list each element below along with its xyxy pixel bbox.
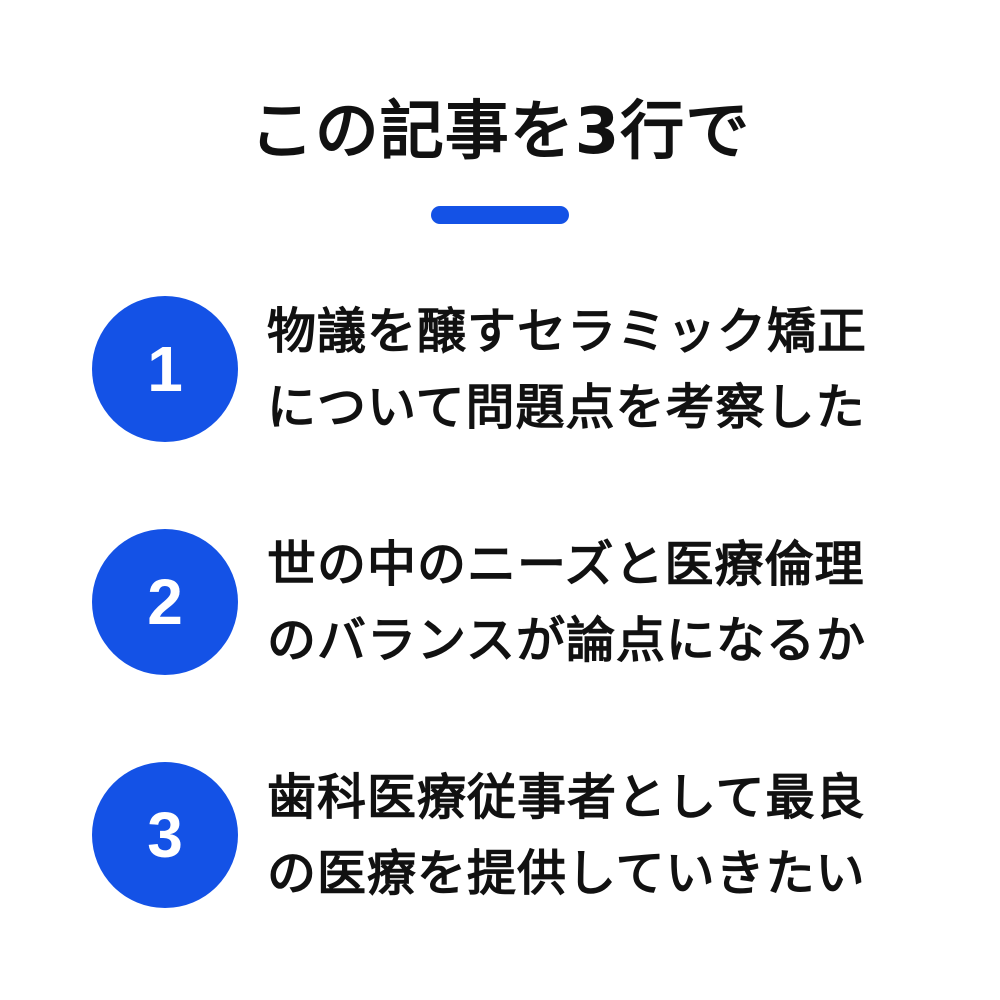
summary-line-1b: について問題点を考察した xyxy=(267,379,866,436)
summary-text-2: 世の中のニーズと医療倫理 のバランスが論点になるか xyxy=(267,527,927,679)
number-badge-1: 1 xyxy=(92,296,238,442)
summary-line-3a: 歯科医療従事者として最良 xyxy=(267,769,866,826)
summary-item-3: 3 歯科医療従事者として最良 の医療を提供していきたい xyxy=(92,760,952,910)
summary-text-1: 物議を醸すセラミック矯正 について問題点を考察した xyxy=(267,294,927,446)
summary-line-3b: の医療を提供していきたい xyxy=(267,845,866,902)
number-badge-3: 3 xyxy=(92,762,238,908)
summary-item-1: 1 物議を醸すセラミック矯正 について問題点を考察した xyxy=(92,294,952,444)
summary-line-1a: 物議を醸すセラミック矯正 xyxy=(267,303,868,360)
number-badge-2: 2 xyxy=(92,529,238,675)
summary-line-2b: のバランスが論点になるか xyxy=(267,612,867,669)
page-title: この記事を3行で xyxy=(249,95,751,169)
title-underline xyxy=(431,206,569,224)
summary-item-2: 2 世の中のニーズと医療倫理 のバランスが論点になるか xyxy=(92,527,952,677)
summary-line-2a: 世の中のニーズと医療倫理 xyxy=(267,536,865,593)
summary-text-3: 歯科医療従事者として最良 の医療を提供していきたい xyxy=(267,760,927,912)
